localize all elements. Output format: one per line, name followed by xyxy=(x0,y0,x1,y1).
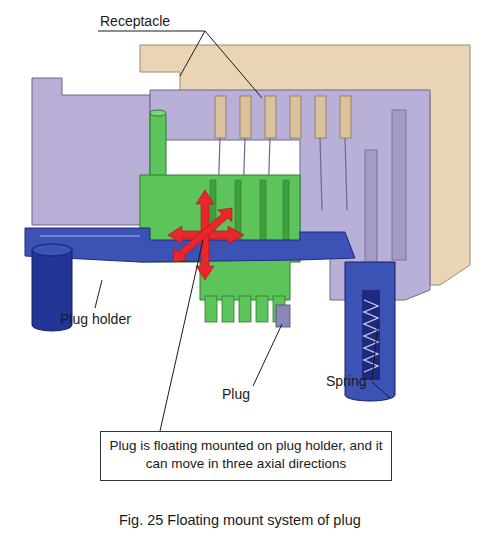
part-label: Plug xyxy=(222,386,250,403)
plug-holder-rim xyxy=(40,235,140,237)
figure-caption: Fig. 25 Floating mount system of plug xyxy=(119,512,361,528)
leader-lines xyxy=(95,31,390,431)
plug-holder-post xyxy=(32,244,72,256)
part-label: Spring xyxy=(326,373,366,390)
plug-body xyxy=(140,175,300,300)
plug-guide-pin xyxy=(150,110,166,116)
part-label: Plug holder xyxy=(60,311,131,328)
plug-terminal xyxy=(276,305,290,327)
callout-text: Plug is floating mounted on plug holder,… xyxy=(109,437,383,472)
plug-teeth xyxy=(205,296,285,322)
motion-arrows xyxy=(168,190,244,280)
part-label: Receptacle xyxy=(100,13,170,30)
callout-box: Plug is floating mounted on plug holder,… xyxy=(100,431,392,481)
spring-coil xyxy=(364,300,378,372)
receptacle-rib xyxy=(392,110,406,260)
receptacle-wall xyxy=(32,78,150,225)
receptacle-rib xyxy=(365,150,377,270)
spring-bore xyxy=(362,290,380,380)
receptacle-contacts xyxy=(215,96,351,138)
